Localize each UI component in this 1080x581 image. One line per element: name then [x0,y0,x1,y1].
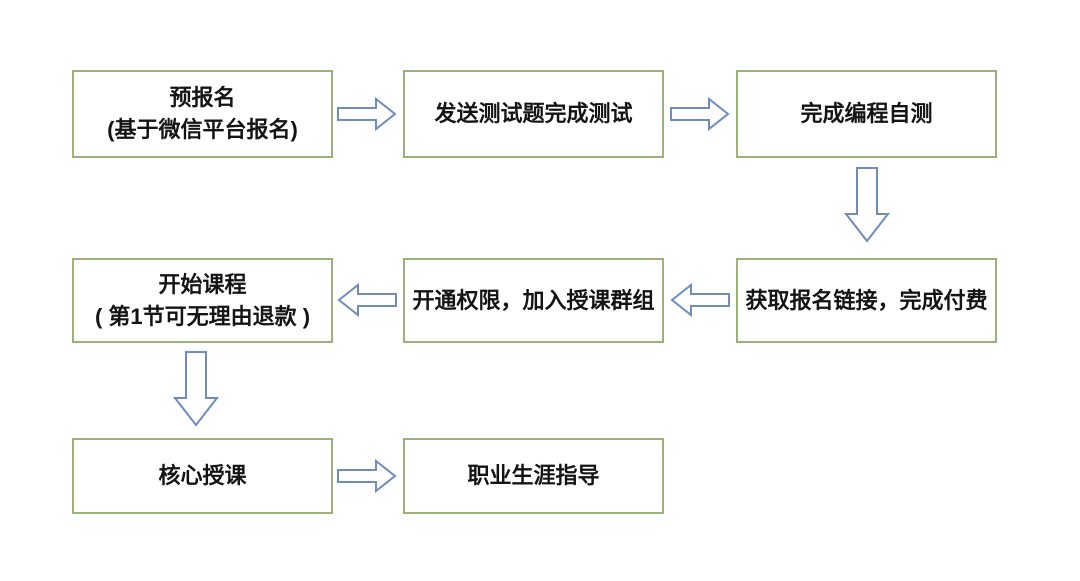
flow-node-open-access: 开通权限，加入授课群组 [403,258,664,343]
flow-node-get-link-pay: 获取报名链接，完成付费 [736,258,997,343]
flow-node-career-guidance: 职业生涯指导 [403,438,664,514]
arrow-right-icon [670,96,730,132]
arrow-left-icon [337,282,397,318]
node-label: 获取报名链接，完成付费 [745,287,988,313]
node-label: 核心授课 [158,463,247,489]
flow-node-core-teaching: 核心授课 [72,438,333,514]
node-label: 开通权限，加入授课群组 [412,287,655,313]
flow-node-pre-register: 预报名 (基于微信平台报名) [72,70,333,158]
node-sublabel: ( 第1节可无理由退款 ) [94,303,311,329]
node-label: 开始课程 [158,271,247,297]
arrow-left-icon [670,282,730,318]
node-label: 发送测试题完成测试 [434,101,633,127]
arrow-right-icon [337,96,397,132]
node-sublabel: (基于微信平台报名) [107,117,298,142]
arrow-right-icon [337,458,397,494]
arrow-down-icon [843,167,891,243]
node-label: 职业生涯指导 [467,463,600,489]
flow-node-start-course: 开始课程 ( 第1节可无理由退款 ) [72,258,333,343]
flow-node-coding-self-test: 完成编程自测 [736,70,997,158]
flow-node-send-test: 发送测试题完成测试 [403,70,664,158]
arrow-down-icon [172,351,220,427]
node-label: 预报名 [169,85,236,111]
node-label: 完成编程自测 [800,101,933,127]
